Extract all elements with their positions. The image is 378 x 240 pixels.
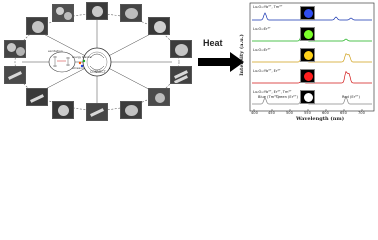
x-tick-label: 650 xyxy=(340,111,347,115)
y-axis-label: Intensity (a.u.) xyxy=(238,34,245,76)
x-tick-label: 400 xyxy=(251,111,258,115)
color-swatch xyxy=(300,27,315,41)
x-tick-label: 500 xyxy=(286,111,293,115)
x-tick-label: 450 xyxy=(268,111,275,115)
diagram-frame xyxy=(14,13,180,111)
sem-image xyxy=(120,101,142,119)
series-label: Lu₂O₃:Er³⁺ xyxy=(253,48,271,52)
series-label: Lu₂O₃:Yb³⁺, Er³⁺, Tm³⁺ xyxy=(253,90,292,94)
sem-image xyxy=(148,17,170,35)
sem-image xyxy=(170,40,192,58)
sem-image xyxy=(52,101,74,119)
sem-image xyxy=(120,4,142,22)
sem-image xyxy=(26,17,48,35)
color-swatch xyxy=(300,69,315,83)
spectrum-line xyxy=(252,96,372,105)
spectrum-line xyxy=(252,12,372,21)
color-swatch xyxy=(300,48,315,62)
sem-image xyxy=(86,103,108,121)
x-tick-label: 600 xyxy=(322,111,329,115)
peak-label-blue: Blue (Tm³⁺) xyxy=(258,95,279,99)
x-tick-label: 550 xyxy=(304,111,311,115)
peak-label-green: Green (Er³⁺) xyxy=(276,95,298,99)
sem-image xyxy=(86,2,108,20)
series-label: Lu₂O₃:Yb³⁺, Tm³⁺ xyxy=(253,5,283,9)
synthesis-diagram: CONNECT excitation energy transfer emiss… xyxy=(0,0,210,123)
series-label: Lu₂O₃:Yb³⁺, Er³⁺ xyxy=(253,69,281,73)
excitation-label: excitation xyxy=(48,49,63,53)
spectrum-line xyxy=(252,32,372,42)
spectrum-line xyxy=(252,70,372,84)
color-swatch xyxy=(300,6,315,20)
heat-arrow-icon xyxy=(198,52,244,72)
peak-label-red: Red (Er³⁺) xyxy=(342,95,360,99)
color-swatch xyxy=(300,90,315,104)
energy-transfer-label: energy transfer xyxy=(72,56,93,59)
sem-image xyxy=(170,66,192,84)
center-label: CONNECT xyxy=(90,70,106,74)
x-tick-label: 700 xyxy=(358,111,365,115)
sem-image xyxy=(26,88,48,106)
emission-label: emission xyxy=(72,67,84,70)
spectrum-line xyxy=(252,53,372,63)
sem-image xyxy=(4,40,26,58)
x-axis-label: Wavelength (nm) xyxy=(296,116,345,122)
heat-label: Heat xyxy=(203,38,223,48)
emission-spectra-plot: Intensity (a.u.) Wavelength (nm) 400 450… xyxy=(238,0,378,123)
sem-image xyxy=(148,88,170,106)
sem-image xyxy=(52,4,74,22)
series-label: Lu₂O₃:Er³⁺ xyxy=(253,27,271,31)
sem-image xyxy=(4,66,26,84)
